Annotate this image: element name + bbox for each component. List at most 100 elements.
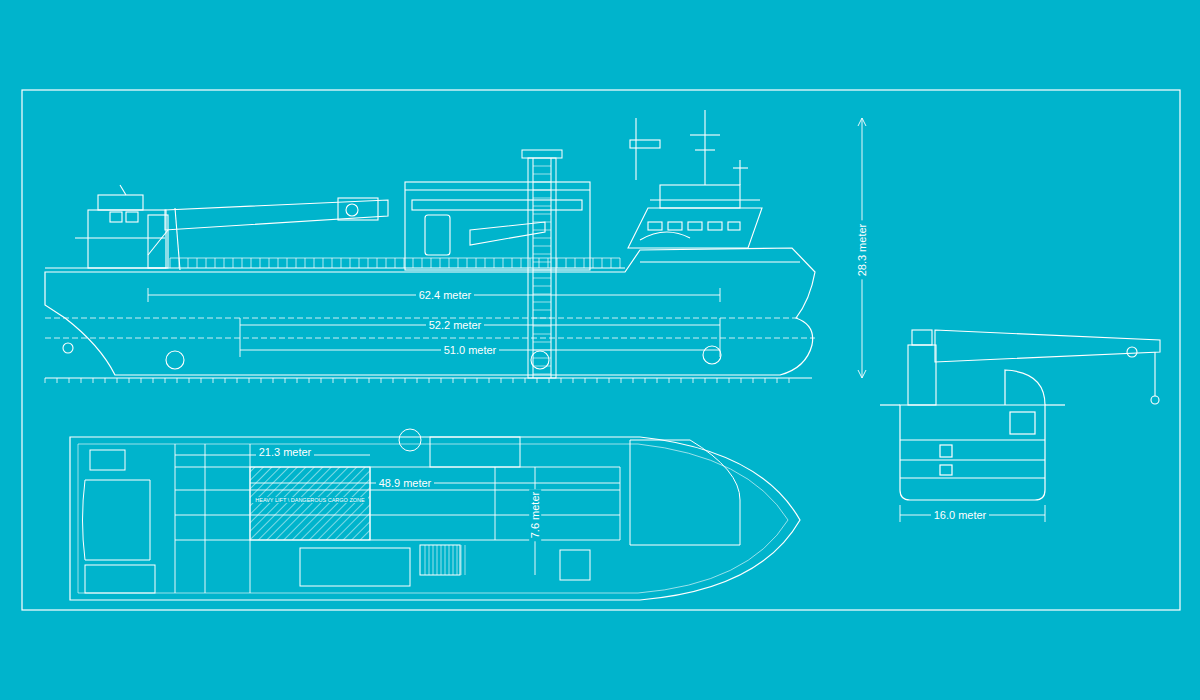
- rung: [533, 318, 551, 319]
- rung: [533, 230, 551, 231]
- frame-tick: [273, 378, 274, 383]
- cargo-deck-grid: [175, 444, 176, 593]
- bridge-superstructure: [648, 222, 662, 230]
- rail-stanchion: [359, 258, 360, 268]
- rung: [533, 198, 551, 199]
- cross-section-hull: [900, 405, 1045, 500]
- dimension-line: [250, 483, 620, 484]
- side-hull: [45, 248, 815, 375]
- bridge-superstructure: [733, 167, 748, 168]
- cross-section-hull: [900, 477, 1045, 478]
- deck-railing: [170, 258, 620, 268]
- cargo-deck-grid: [175, 490, 620, 491]
- frame-tick: [405, 378, 406, 383]
- cross-section-hull: [1045, 404, 1065, 405]
- rail-stanchion: [476, 258, 477, 268]
- rung: [533, 374, 551, 375]
- bridge-superstructure: [630, 140, 660, 148]
- plan-equipment: [85, 565, 155, 593]
- frame-tick: [345, 378, 346, 383]
- rung: [533, 182, 551, 183]
- rung: [533, 214, 551, 215]
- frame-tick: [765, 378, 766, 383]
- rung: [533, 254, 551, 255]
- frame-tick: [645, 378, 646, 383]
- stair-step: [445, 545, 446, 575]
- heavy-lift-zone: [250, 467, 370, 540]
- access-tower: [522, 150, 562, 378]
- dimension-label: 48.9 meter: [376, 477, 435, 489]
- rung: [533, 278, 551, 279]
- dimension-label: 62.4 meter: [416, 289, 475, 301]
- frame-tick: [285, 378, 286, 383]
- aft-deckhouse: [120, 185, 126, 195]
- rung: [533, 310, 551, 311]
- bridge-superstructure: [704, 110, 705, 185]
- frame-tick: [201, 378, 202, 383]
- frame-tick: [501, 378, 502, 383]
- frame-tick: [225, 378, 226, 383]
- frame-tick: [669, 378, 670, 383]
- rail-stanchion: [260, 258, 261, 268]
- zone-label: HEAVY LIFT \ DANGEROUS CARGO ZONE: [252, 497, 367, 503]
- frame-tick: [777, 378, 778, 383]
- aft-deckhouse: [110, 212, 122, 222]
- cross-section-hull: [1010, 412, 1035, 434]
- frame-tick: [789, 378, 790, 383]
- dimension-line: [858, 370, 866, 378]
- rail-stanchion: [197, 258, 198, 268]
- cross-section-hull: [900, 459, 1045, 460]
- rail-stanchion: [296, 258, 297, 268]
- frame-tick: [93, 378, 94, 383]
- frame-tick: [297, 378, 298, 383]
- frame-tick: [321, 378, 322, 383]
- rail-stanchion: [575, 258, 576, 268]
- frame-tick: [609, 378, 610, 383]
- frame-tick: [729, 378, 730, 383]
- dimension-line: [720, 318, 721, 357]
- plan-equipment: [83, 480, 151, 560]
- frame-tick: [693, 378, 694, 383]
- rung: [533, 334, 551, 335]
- frame-tick: [237, 378, 238, 383]
- bridge-superstructure: [628, 208, 762, 248]
- rail-stanchion: [431, 258, 432, 268]
- rail-stanchion: [233, 258, 234, 268]
- stair-step: [429, 545, 430, 575]
- section-crane: [1154, 352, 1155, 396]
- frame-tick: [393, 378, 394, 383]
- rail-stanchion: [467, 258, 468, 268]
- frame-tick: [537, 378, 538, 383]
- dimension-label: 21.3 meter: [256, 446, 315, 458]
- cargo-deck-grid: [175, 444, 620, 593]
- frame-tick: [441, 378, 442, 383]
- midship-structure: [470, 222, 545, 245]
- rail-stanchion: [593, 258, 594, 268]
- plan-equipment: [430, 437, 520, 467]
- frame-tick: [597, 378, 598, 383]
- drawing-frame: [22, 90, 1180, 610]
- rail-stanchion: [440, 258, 441, 268]
- frame-tick: [45, 378, 46, 383]
- side-crane: [165, 200, 388, 230]
- rung: [533, 302, 551, 303]
- rail-stanchion: [602, 258, 603, 268]
- rail-top: [170, 258, 620, 259]
- aft-deckhouse: [75, 185, 166, 268]
- rail-stanchion: [386, 258, 387, 268]
- rung: [533, 190, 551, 191]
- bridge-superstructure: [688, 222, 702, 230]
- thruster: [63, 343, 721, 369]
- cargo-deck-grid: [495, 467, 496, 540]
- aft-deckhouse: [126, 212, 138, 222]
- thruster: [166, 351, 184, 369]
- rail-stanchion: [377, 258, 378, 268]
- rail-stanchion: [548, 258, 549, 268]
- frame-tick: [561, 378, 562, 383]
- stairway: [425, 545, 465, 575]
- dimension-label: 51.0 meter: [441, 344, 500, 356]
- dimension-label: 7.6 meter: [529, 489, 541, 541]
- dimension-line: [175, 455, 620, 575]
- dimension-line: [720, 288, 721, 302]
